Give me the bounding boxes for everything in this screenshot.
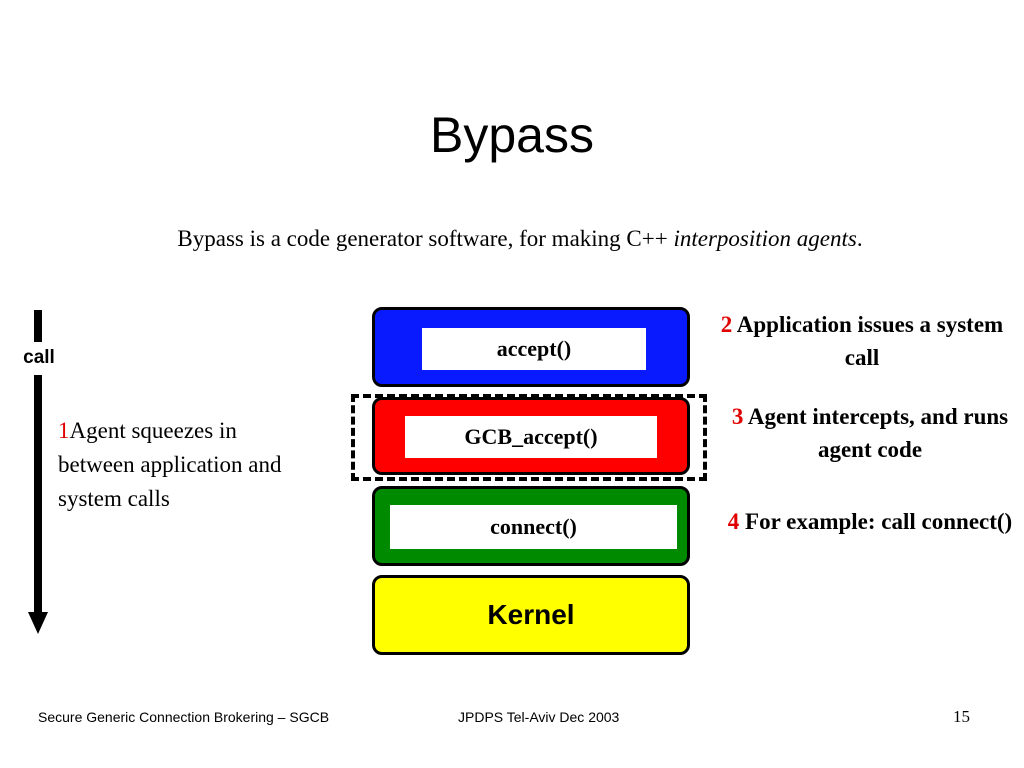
call-arrow-shaft (34, 375, 42, 615)
note-step-2-text: Application issues a system call (736, 312, 1004, 370)
step-number-3: 3 (731, 404, 744, 429)
call-label: call (23, 347, 55, 368)
slide-title: Bypass (430, 107, 594, 163)
down-arrow-icon (28, 612, 48, 634)
kernel-block (372, 575, 690, 655)
note-step-4: 4 For example: call connect() (720, 505, 1020, 538)
note-step-2: 2 Application issues a system call (712, 308, 1012, 374)
slide-subtitle: Bypass is a code generator software, for… (0, 222, 1024, 256)
footer-left: Secure Generic Connection Brokering – SG… (38, 709, 330, 725)
step-number-2: 2 (720, 312, 733, 337)
connect-label: connect() (390, 505, 677, 549)
note-step-3: 3 Agent intercepts, and runs agent code (720, 400, 1020, 466)
subtitle-end: . (856, 226, 863, 251)
agent-dashed-frame (351, 394, 707, 481)
note-step-1-text: Agent squeezes in between application an… (58, 418, 282, 511)
note-step-1: 1Agent squeezes in between application a… (58, 414, 308, 516)
gcb-accept-label: GCB_accept() (405, 416, 657, 458)
note-step-3-text: Agent intercepts, and runs agent code (747, 404, 1009, 462)
page-number: 15 (953, 707, 970, 726)
accept-label: accept() (422, 328, 646, 370)
subtitle-text: Bypass is a code generator software, for… (177, 226, 674, 251)
subtitle-emphasis: interposition agents (673, 226, 857, 251)
step-number-1: 1 (58, 418, 70, 443)
note-step-4-text: For example: call connect() (745, 509, 1013, 534)
kernel-label: Kernel (487, 599, 575, 630)
footer-middle: JPDPS Tel-Aviv Dec 2003 (458, 709, 620, 725)
step-number-4: 4 (727, 509, 740, 534)
call-arrow-top-bar (34, 310, 42, 342)
